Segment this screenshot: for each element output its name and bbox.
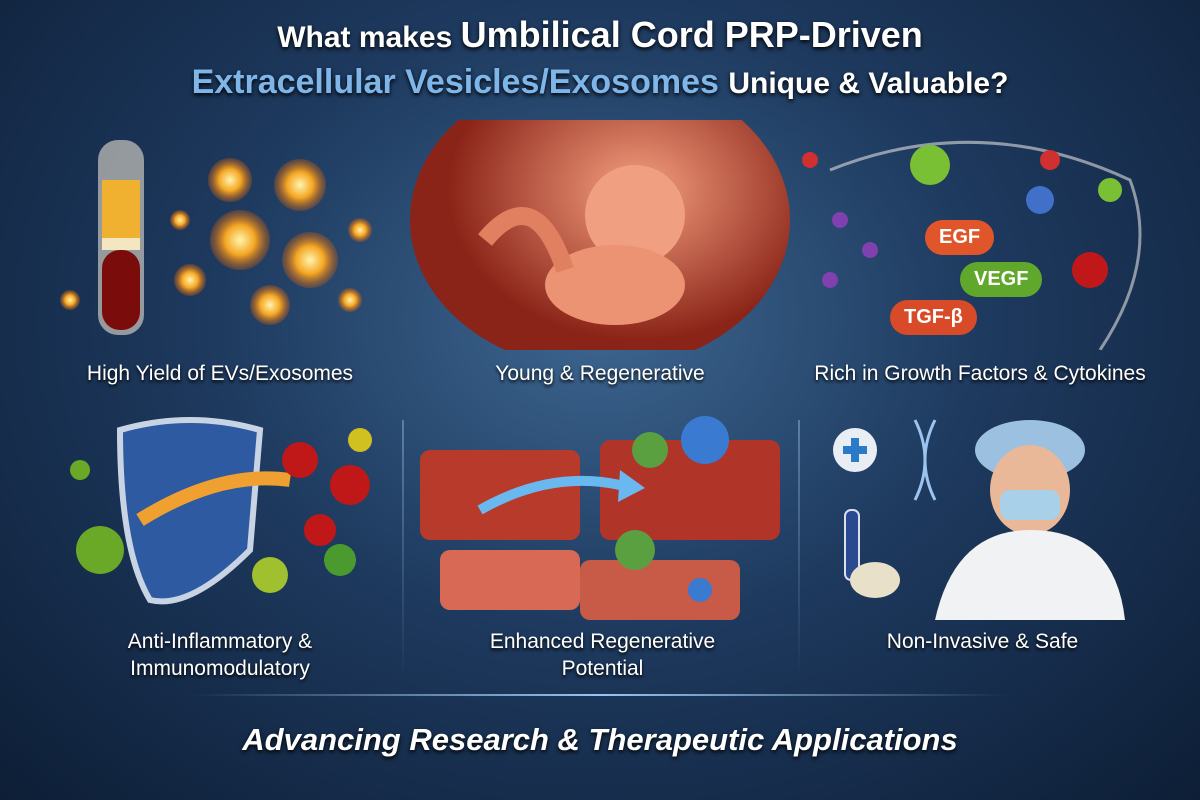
blood-tube-exosomes-illustration [60,140,372,335]
footer-divider [190,694,1010,696]
caption-young-regenerative: Young & Regenerative [495,362,705,385]
title-highlight: Extracellular Vesicles/Exosomes [191,63,719,101]
caption-growth-factors: Rich in Growth Factors & Cytokines [814,362,1146,385]
divider [402,420,404,680]
caption-anti-inflammatory: Anti-Inflammatory &Immunomodulatory [127,630,313,680]
title-prefix: What makes [277,21,453,54]
panel-growth-factors: EGF VEGF TGF-β Rich in Growth Factors & … [800,120,1160,400]
egf-tag: EGF [925,220,995,255]
caption-non-invasive-safe: Non-Invasive & Safe [886,630,1079,653]
fetus-illustration [410,120,790,370]
tissue-repair-illustration [420,416,780,620]
title-main: Umbilical Cord PRP-Driven [460,14,923,55]
researcher-illustration [833,419,1125,620]
tgf-beta-tag: TGF-β [890,300,977,335]
panel-non-invasive-safe: Non-Invasive & Safe [805,410,1160,695]
divider [798,420,800,680]
panel-young-regenerative: Young & Regenerative [405,120,795,400]
title: What makes Umbilical Cord PRP-Driven Ext… [0,14,1200,107]
shield-illustration [70,417,372,605]
molecules-illustration [802,140,1142,351]
panel-anti-inflammatory: Anti-Inflammatory &Immunomodulatory [40,410,400,695]
footer-tagline: Advancing Research & Therapeutic Applica… [242,722,958,757]
caption-high-yield: High Yield of EVs/Exosomes [86,362,354,385]
vegf-tag: VEGF [960,262,1043,297]
title-suffix: Unique & Valuable? [728,67,1009,100]
panel-high-yield: High Yield of EVs/Exosomes [40,120,400,400]
